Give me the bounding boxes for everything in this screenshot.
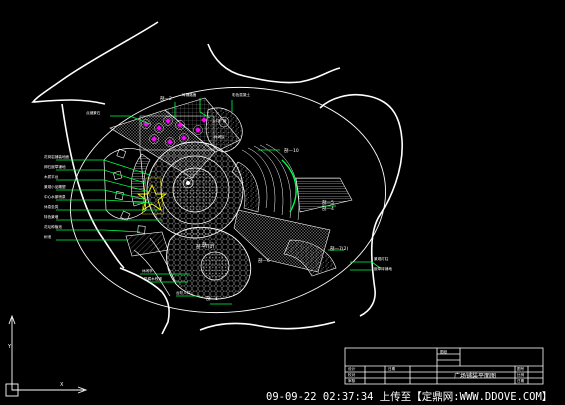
- lower-court: [133, 226, 252, 300]
- label-misc-3: 嵌草砖铺地: [374, 266, 392, 271]
- title-right-0: 图号: [517, 366, 525, 371]
- label-misc-1: 休闲区: [214, 134, 225, 139]
- right-band: [295, 177, 353, 213]
- stepped-arc: [241, 143, 300, 221]
- furniture-markers: [112, 148, 146, 234]
- footer-watermark: 09-09-22 02:37:34 上传至【定鼎网:WWW.DDOVE.COM】: [266, 389, 552, 403]
- ring-sectors: [130, 153, 260, 213]
- label-left-1: 卵石嵌草铺地: [44, 164, 66, 169]
- title-right-2: 日期: [517, 378, 525, 383]
- top-labels: 砖铺路面 彩色混凝土 点缀景石 入口广场 休闲区 景观灯柱 嵌草砖铺地 休闲亭 …: [86, 92, 392, 295]
- callout-6: 剖—7(1): [196, 243, 214, 250]
- svg-text:X: X: [60, 382, 64, 388]
- title-row-0: 设计: [348, 366, 356, 371]
- label-misc-0: 入口广场: [212, 118, 227, 123]
- callout-2: 剖—3: [202, 241, 214, 248]
- svg-text:Y: Y: [7, 344, 12, 350]
- label-top-2: 点缀景石: [86, 110, 101, 115]
- star-sculpture: [136, 177, 168, 215]
- callout-7: 剖—7(2): [330, 245, 348, 252]
- label-left-5: 休息坐凳: [44, 204, 59, 209]
- outer-boundary-curves: [31, 21, 403, 335]
- pavilion-upper: [205, 107, 243, 153]
- label-left-7: 花坛种植池: [44, 224, 62, 229]
- label-left-0: 花岗岩铺装地面: [44, 154, 70, 159]
- title-row-2: 审核: [348, 378, 356, 383]
- label-misc-5: 防腐木栈道: [144, 276, 162, 281]
- title-block: [344, 347, 544, 385]
- lower-right-terrace: [233, 209, 337, 277]
- label-left-2: 木质平台: [44, 174, 59, 179]
- label-left-8: 树池: [44, 234, 52, 239]
- callout-0: 剖—1: [206, 295, 218, 302]
- title-drawing-title: 广场铺装平面图: [454, 372, 496, 380]
- callout-5: 剖—6: [258, 257, 270, 264]
- central-plaza: [146, 141, 244, 239]
- footer-timestamp: 09-09-22 02:37:34: [266, 391, 374, 403]
- callout-1: 剖—2: [160, 95, 172, 102]
- label-misc-6: 台阶入口: [176, 290, 191, 295]
- title-block-text: 图纸 广场铺装平面图 设计 校对 审核 日期 图号 比例 日期: [348, 349, 525, 383]
- label-left-3: 景观小品雕塑: [44, 184, 66, 189]
- label-left-4: 中心水景喷泉: [44, 194, 66, 199]
- title-row-1: 校对: [348, 372, 356, 377]
- callout-4: 剖—5: [322, 199, 334, 206]
- title-right-1: 比例: [517, 372, 525, 377]
- leader-lines: [56, 98, 381, 305]
- title-header: 图纸: [440, 349, 448, 354]
- left-labels: 花岗岩铺装地面 卵石嵌草铺地 木质平台 景观小品雕塑 中心水景喷泉 休息坐凳 特…: [44, 154, 70, 239]
- footer-upload-text: 上传至【定鼎网:WWW.DDOVE.COM】: [379, 391, 553, 403]
- label-top-1: 彩色混凝土: [232, 92, 250, 97]
- section-callouts: 剖—1 剖—2 剖—3 剖—4 剖—5 剖—6 剖—7(1) 剖—7(2) 剖—…: [160, 95, 348, 302]
- site-ellipse: [69, 86, 387, 314]
- green-arc: [281, 159, 297, 213]
- callout-3: 剖—4: [322, 205, 334, 212]
- label-misc-4: 休闲亭: [142, 268, 153, 273]
- callout-8: 剖—10: [284, 147, 299, 154]
- label-top-0: 砖铺路面: [182, 92, 197, 97]
- label-left-6: 特色景墙: [44, 214, 59, 219]
- title-row-3: 日期: [388, 366, 396, 371]
- ucs-icon: Y X: [5, 314, 88, 397]
- label-misc-2: 景观灯柱: [374, 256, 389, 261]
